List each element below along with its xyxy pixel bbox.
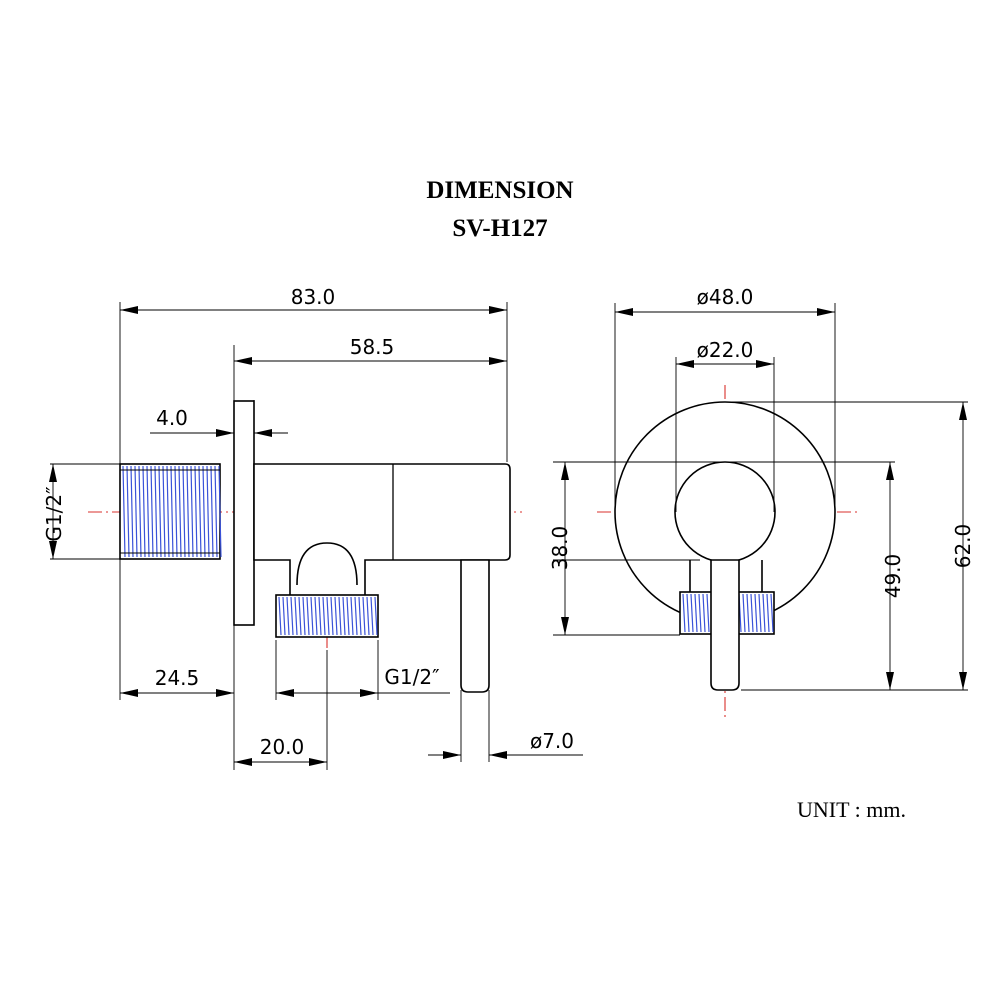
dim-flange-diameter: ø48.0: [697, 285, 754, 309]
title-dimension: DIMENSION: [426, 177, 574, 204]
handle-lever: [460, 559, 490, 693]
wall-flange: [233, 400, 255, 626]
dim-handle-drop: 49.0: [881, 554, 905, 599]
dim-outlet-thread: G1/2″: [384, 665, 439, 689]
dim-handle-diameter: ø7.0: [530, 729, 574, 753]
dim-body-height: 38.0: [548, 526, 572, 571]
dim-inlet-length: 24.5: [155, 666, 200, 690]
dim-body-length: 58.5: [350, 335, 395, 359]
front-handle: [710, 559, 740, 691]
dim-body-diameter: ø22.0: [697, 338, 754, 362]
outlet-thread: [275, 594, 379, 638]
dim-inlet-thread: G1/2″: [42, 486, 66, 541]
body-circle: [674, 461, 776, 563]
valve-body: [253, 463, 511, 599]
unit-note: UNIT : mm.: [797, 797, 906, 822]
inlet-thread: [119, 463, 222, 560]
title-model: SV-H127: [452, 215, 548, 242]
front-view: ø48.0 ø22.0 38.0 49.0 62.0: [548, 285, 975, 720]
dim-flange-thickness: 4.0: [156, 406, 188, 430]
side-view: 83.0 58.5 4.0 G1/2″ 24.5 G1/2″ 20.0: [42, 285, 583, 770]
dim-overall-height: 62.0: [951, 524, 975, 569]
dim-outlet-offset: 20.0: [260, 735, 305, 759]
dim-overall-length: 83.0: [291, 285, 336, 309]
